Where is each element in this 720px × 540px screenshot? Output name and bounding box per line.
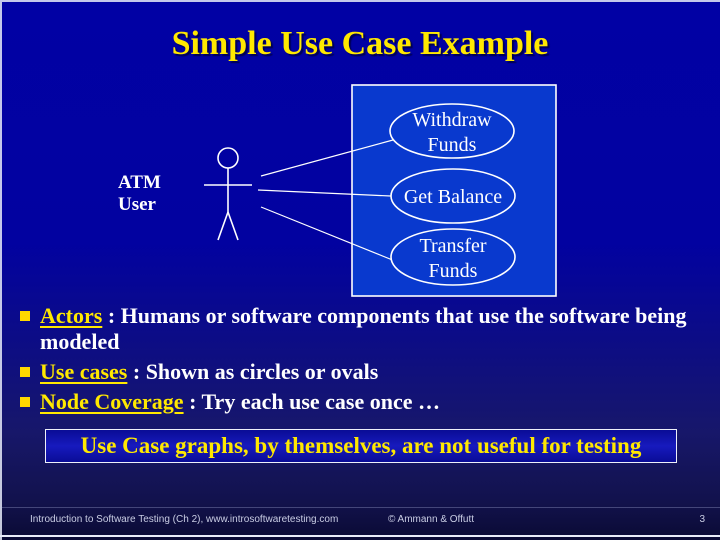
use-case-diagram: Withdraw Funds Get Balance Transfer Fund… — [204, 84, 557, 297]
use-case-label-transfer-line1: Transfer — [419, 235, 486, 257]
use-case-label-transfer-line2: Funds — [429, 260, 478, 282]
association-line-transfer — [260, 206, 396, 262]
bullet-text: : Try each use case once … — [183, 389, 440, 414]
actor-label-line2: User — [118, 194, 156, 215]
use-case-label-get-balance: Get Balance — [404, 186, 502, 208]
footer-course-info: Introduction to Software Testing (Ch 2),… — [30, 514, 339, 525]
bullet-text: : Humans or software components that use… — [40, 303, 687, 354]
use-case-oval-transfer-funds — [390, 228, 516, 286]
use-case-oval-get-balance — [390, 168, 516, 224]
footer-divider — [0, 507, 720, 508]
callout-box: Use Case graphs, by themselves, are not … — [45, 429, 677, 463]
callout-text: Use Case graphs, by themselves, are not … — [80, 433, 642, 458]
actor-head — [217, 147, 239, 169]
bullet-square-icon — [20, 311, 30, 321]
actor-leg-right — [227, 211, 239, 241]
actor-figure — [204, 147, 252, 241]
bullet-item-node-coverage: Node Coverage : Try each use case once … — [18, 389, 712, 415]
actor-leg-left — [217, 211, 229, 241]
bullet-keyword: Node Coverage — [40, 389, 184, 414]
slide-bottom-rule — [0, 535, 720, 537]
use-case-label-withdraw-line1: Withdraw — [412, 109, 492, 131]
bullet-square-icon — [20, 367, 30, 377]
bullet-text: : Shown as circles or ovals — [127, 359, 379, 384]
bullet-item-use-cases: Use cases : Shown as circles or ovals — [18, 359, 712, 385]
footer-copyright: © Ammann & Offutt — [387, 514, 475, 525]
use-case-label-withdraw-line2: Funds — [428, 134, 477, 156]
bullet-square-icon — [20, 397, 30, 407]
use-case-oval-withdraw-funds — [389, 103, 515, 159]
actor-label: ATM User — [118, 172, 161, 216]
bullet-keyword: Actors — [40, 303, 103, 328]
association-line-balance — [257, 189, 392, 197]
slide-page-number: 3 — [699, 514, 705, 525]
association-line-withdraw — [260, 139, 394, 177]
bullet-keyword: Use cases — [40, 359, 128, 384]
bullet-list: Actors : Humans or software components t… — [18, 303, 712, 419]
association-lines — [257, 139, 396, 262]
slide-title: Simple Use Case Example — [171, 25, 549, 62]
actor-label-line1: ATM — [118, 172, 161, 193]
bullet-item-actors: Actors : Humans or software components t… — [18, 303, 712, 355]
